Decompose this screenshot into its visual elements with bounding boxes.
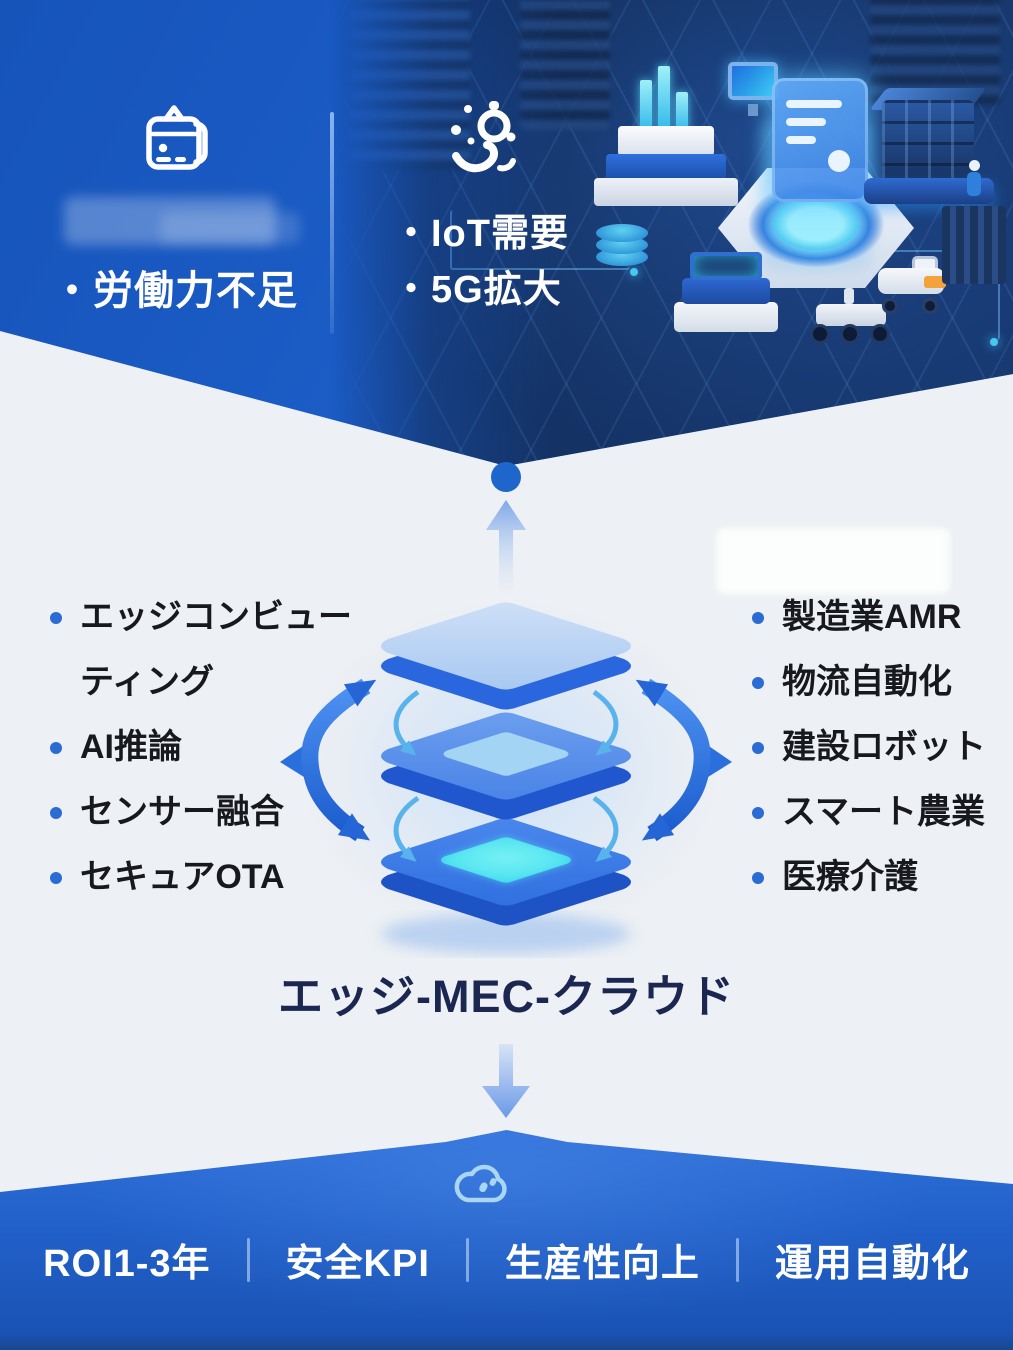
application-label: 物流自動化 bbox=[782, 663, 952, 701]
redacted-text-blur bbox=[160, 212, 300, 244]
bullet-icon bbox=[752, 807, 764, 819]
badge-icon bbox=[146, 105, 208, 170]
coin-stack bbox=[596, 224, 648, 268]
worker-figure bbox=[966, 160, 982, 206]
chart-bar bbox=[676, 92, 688, 132]
applications-list: 製造業AMR 物流自動化 建設ロボット スマート農業 医療介護 bbox=[750, 585, 1010, 910]
footer-divider bbox=[246, 1237, 250, 1282]
driver-item-5g-expansion: ・5G拡大 bbox=[392, 269, 562, 311]
server-cube bbox=[882, 100, 974, 184]
step-box bbox=[682, 278, 770, 304]
application-label: 建設ロボット bbox=[782, 728, 986, 766]
application-label: 製造業AMR bbox=[782, 598, 962, 636]
footer-band: ROI1-3年 安全KPI 生産性向上 運用自動化 bbox=[0, 1130, 1013, 1350]
application-label: 医療介護 bbox=[782, 858, 918, 896]
cloud-icon bbox=[454, 1164, 507, 1203]
server-rack bbox=[520, 0, 610, 130]
stack-layer-edge bbox=[381, 818, 631, 926]
server-rack bbox=[870, 0, 1000, 105]
application-label: スマート農業 bbox=[782, 793, 985, 831]
layer-stack-illustration bbox=[280, 602, 732, 954]
document-line bbox=[786, 100, 842, 108]
step-box-qr bbox=[690, 252, 762, 280]
cycle-arrow-right bbox=[635, 678, 732, 842]
cycle-arrow-left bbox=[280, 678, 377, 842]
white-patch bbox=[716, 528, 950, 594]
metric-safety-kpi: 安全KPI bbox=[285, 1243, 430, 1285]
chart-bar bbox=[640, 80, 652, 132]
footer-metrics-row: ROI1-3年 安全KPI 生産性向上 運用自動化 bbox=[0, 1232, 1013, 1287]
driver-item-labor-shortage: ・労働力不足 bbox=[52, 269, 298, 313]
bullet-icon bbox=[50, 742, 62, 754]
bullet-icon bbox=[752, 742, 764, 754]
bullet-icon bbox=[50, 872, 62, 884]
list-item: 製造業AMR bbox=[750, 585, 1010, 650]
robot-rover bbox=[808, 288, 894, 344]
document-chart-dot bbox=[828, 150, 850, 172]
metric-ops-automation: 運用自動化 bbox=[774, 1243, 970, 1285]
pyramid-step bbox=[618, 126, 714, 156]
bullet-icon bbox=[752, 872, 764, 884]
document-line bbox=[786, 136, 816, 144]
step-box bbox=[674, 302, 778, 332]
bullet-icon bbox=[752, 612, 764, 624]
page-title: エッジ-MEC-クラウド bbox=[278, 971, 735, 1022]
list-item: AI推論 bbox=[48, 715, 360, 780]
tech-illustration bbox=[330, 0, 1013, 466]
document-line bbox=[786, 118, 826, 126]
capabilities-list: エッジコンビューティング AI推論 センサー融合 セキュアOTA bbox=[48, 585, 360, 910]
bullet-icon bbox=[50, 807, 62, 819]
metric-roi: ROI1-3年 bbox=[43, 1243, 211, 1285]
circuit-line bbox=[450, 210, 630, 270]
list-item: セキュアOTA bbox=[48, 845, 360, 910]
list-item: 物流自動化 bbox=[750, 650, 1010, 715]
list-item: 建設ロボット bbox=[750, 715, 1010, 780]
capability-label: AI推論 bbox=[80, 728, 182, 766]
redacted-text-blur bbox=[64, 197, 276, 245]
server-rack bbox=[350, 0, 470, 170]
pyramid-step bbox=[606, 154, 726, 180]
driver-item-iot-demand: ・IoT需要 bbox=[392, 213, 569, 255]
stack-layer-mec bbox=[381, 712, 631, 820]
list-item: センサー融合 bbox=[48, 780, 360, 845]
monitor-illustration bbox=[728, 62, 778, 116]
bullet-icon bbox=[50, 612, 62, 624]
capability-label: エッジコンビューティング bbox=[80, 598, 352, 701]
glow-dot bbox=[630, 268, 638, 276]
up-arrow-icon bbox=[486, 500, 526, 596]
stack-reflection bbox=[381, 914, 631, 954]
footer-divider bbox=[735, 1237, 739, 1282]
list-item: エッジコンビューティング bbox=[48, 585, 360, 715]
list-item: 医療介護 bbox=[750, 845, 1010, 910]
gear-icon bbox=[451, 101, 516, 173]
server-crate bbox=[942, 206, 1006, 284]
metric-productivity: 生産性向上 bbox=[504, 1243, 700, 1285]
header-band: ・労働力不足 ・IoT需要 ・5G拡大 bbox=[0, 0, 1013, 466]
down-arrow-icon bbox=[482, 1044, 530, 1118]
list-item: スマート農業 bbox=[750, 780, 1010, 845]
connector-dot bbox=[491, 462, 521, 492]
mini-forklift bbox=[878, 256, 956, 314]
bullet-icon bbox=[752, 677, 764, 689]
footer-divider bbox=[465, 1237, 469, 1282]
hologram-document bbox=[772, 78, 868, 202]
capability-label: センサー融合 bbox=[80, 793, 284, 831]
glow-dot bbox=[990, 338, 998, 346]
header-divider bbox=[330, 112, 334, 334]
platform-core bbox=[774, 198, 858, 250]
cycle-arrows-small bbox=[393, 689, 619, 862]
pyramid-step bbox=[594, 178, 738, 206]
chart-bar bbox=[658, 66, 670, 132]
capability-label: セキュアOTA bbox=[80, 858, 285, 896]
stack-layer-cloud bbox=[381, 602, 631, 710]
